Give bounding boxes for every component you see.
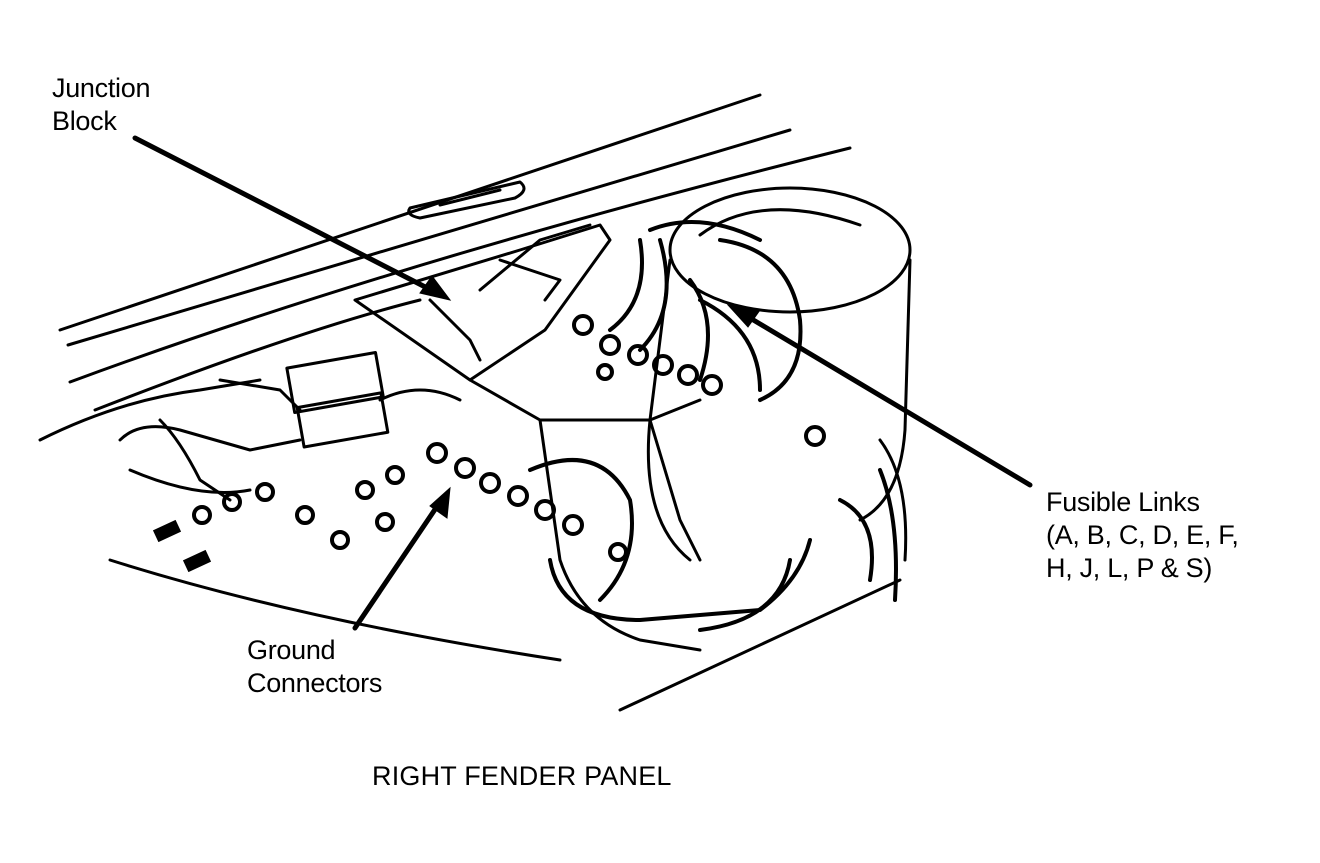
ground-connectors-label: Ground Connectors bbox=[247, 634, 382, 700]
fusible-links-arrowhead bbox=[726, 304, 761, 328]
ground-connectors-arrowhead bbox=[429, 486, 451, 519]
studs bbox=[152, 519, 212, 573]
ground-connectors-leader bbox=[352, 499, 443, 631]
arrowheads bbox=[419, 275, 761, 519]
junction-block-label-line-1: Junction bbox=[52, 73, 151, 103]
strut-tower bbox=[646, 186, 912, 562]
fusible-links-leader bbox=[742, 312, 1033, 488]
left-harness bbox=[118, 351, 462, 502]
fender-outline bbox=[38, 93, 902, 712]
junction-block-leader bbox=[132, 135, 438, 295]
fusible-links-label-line-3: H, J, L, P & S) bbox=[1046, 553, 1213, 583]
lower-harness bbox=[528, 458, 898, 632]
fusible-links-label: Fusible Links (A, B, C, D, E, F, H, J, L… bbox=[1046, 486, 1239, 585]
ground-connectors-label-line-1: Ground bbox=[247, 635, 336, 665]
junction-block-arrowhead bbox=[419, 275, 452, 301]
junction-block-label-line-2: Block bbox=[52, 106, 117, 136]
junction-block-label: Junction Block bbox=[52, 72, 150, 138]
ground-connectors-label-line-2: Connectors bbox=[247, 668, 383, 698]
fusible-links-label-line-1: Fusible Links bbox=[1046, 487, 1200, 517]
fusible-link-harness bbox=[608, 220, 803, 402]
ground-connector-terminals bbox=[192, 442, 628, 562]
diagram-caption: RIGHT FENDER PANEL bbox=[372, 761, 672, 791]
fusible-link-terminals bbox=[572, 314, 826, 447]
junction-block-body bbox=[353, 223, 702, 652]
fender-slot bbox=[407, 180, 526, 220]
fusible-links-label-line-2: (A, B, C, D, E, F, bbox=[1046, 520, 1239, 550]
leader-lines bbox=[132, 135, 1033, 631]
